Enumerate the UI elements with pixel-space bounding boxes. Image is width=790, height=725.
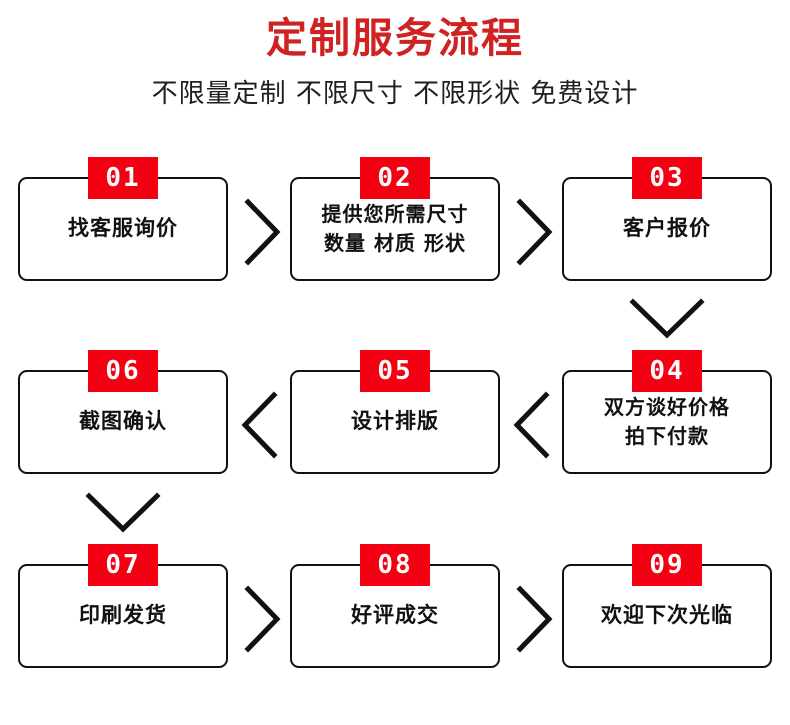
step-label-06: 截图确认: [79, 409, 167, 434]
step-card-07[interactable]: 07 印刷发货: [18, 544, 228, 668]
connector-06-to-07-chevron-down-icon: [85, 491, 161, 535]
connector-08-to-09-chevron-right-icon: [515, 585, 555, 653]
step-label-05: 设计排版: [351, 409, 439, 434]
step-number-badge-01: 01: [88, 157, 158, 199]
connector-03-to-04-chevron-down-icon: [629, 297, 705, 341]
page-header: 定制服务流程 不限量定制 不限尺寸 不限形状 免费设计: [0, 0, 790, 110]
step-label-04: 双方谈好价格 拍下付款: [604, 395, 730, 448]
step-card-02[interactable]: 02 提供您所需尺寸 数量 材质 形状: [290, 157, 500, 281]
step-card-08[interactable]: 08 好评成交: [290, 544, 500, 668]
step-number-badge-05: 05: [360, 350, 430, 392]
step-label-08: 好评成交: [351, 603, 439, 628]
step-card-03[interactable]: 03 客户报价: [562, 157, 772, 281]
step-card-06[interactable]: 06 截图确认: [18, 350, 228, 474]
page-title: 定制服务流程: [266, 14, 524, 62]
page-subtitle: 不限量定制 不限尺寸 不限形状 免费设计: [151, 79, 639, 110]
connector-07-to-08-chevron-right-icon: [243, 585, 283, 653]
step-card-04[interactable]: 04 双方谈好价格 拍下付款: [562, 350, 772, 474]
step-label-03: 客户报价: [623, 216, 711, 241]
connector-05-to-06-chevron-left-icon: [239, 391, 279, 459]
connector-01-to-02-chevron-right-icon: [243, 198, 283, 266]
step-number-badge-03: 03: [632, 157, 702, 199]
step-card-05[interactable]: 05 设计排版: [290, 350, 500, 474]
step-card-01[interactable]: 01 找客服询价: [18, 157, 228, 281]
step-label-07: 印刷发货: [79, 603, 167, 628]
step-number-badge-04: 04: [632, 350, 702, 392]
step-number-badge-08: 08: [360, 544, 430, 586]
step-number-badge-09: 09: [632, 544, 702, 586]
step-number-badge-02: 02: [360, 157, 430, 199]
connector-04-to-05-chevron-left-icon: [511, 391, 551, 459]
step-label-01: 找客服询价: [68, 216, 178, 241]
step-label-02: 提供您所需尺寸 数量 材质 形状: [321, 202, 469, 255]
step-number-badge-07: 07: [88, 544, 158, 586]
step-label-09: 欢迎下次光临: [601, 603, 733, 628]
connector-02-to-03-chevron-right-icon: [515, 198, 555, 266]
step-number-badge-06: 06: [88, 350, 158, 392]
step-card-09[interactable]: 09 欢迎下次光临: [562, 544, 772, 668]
